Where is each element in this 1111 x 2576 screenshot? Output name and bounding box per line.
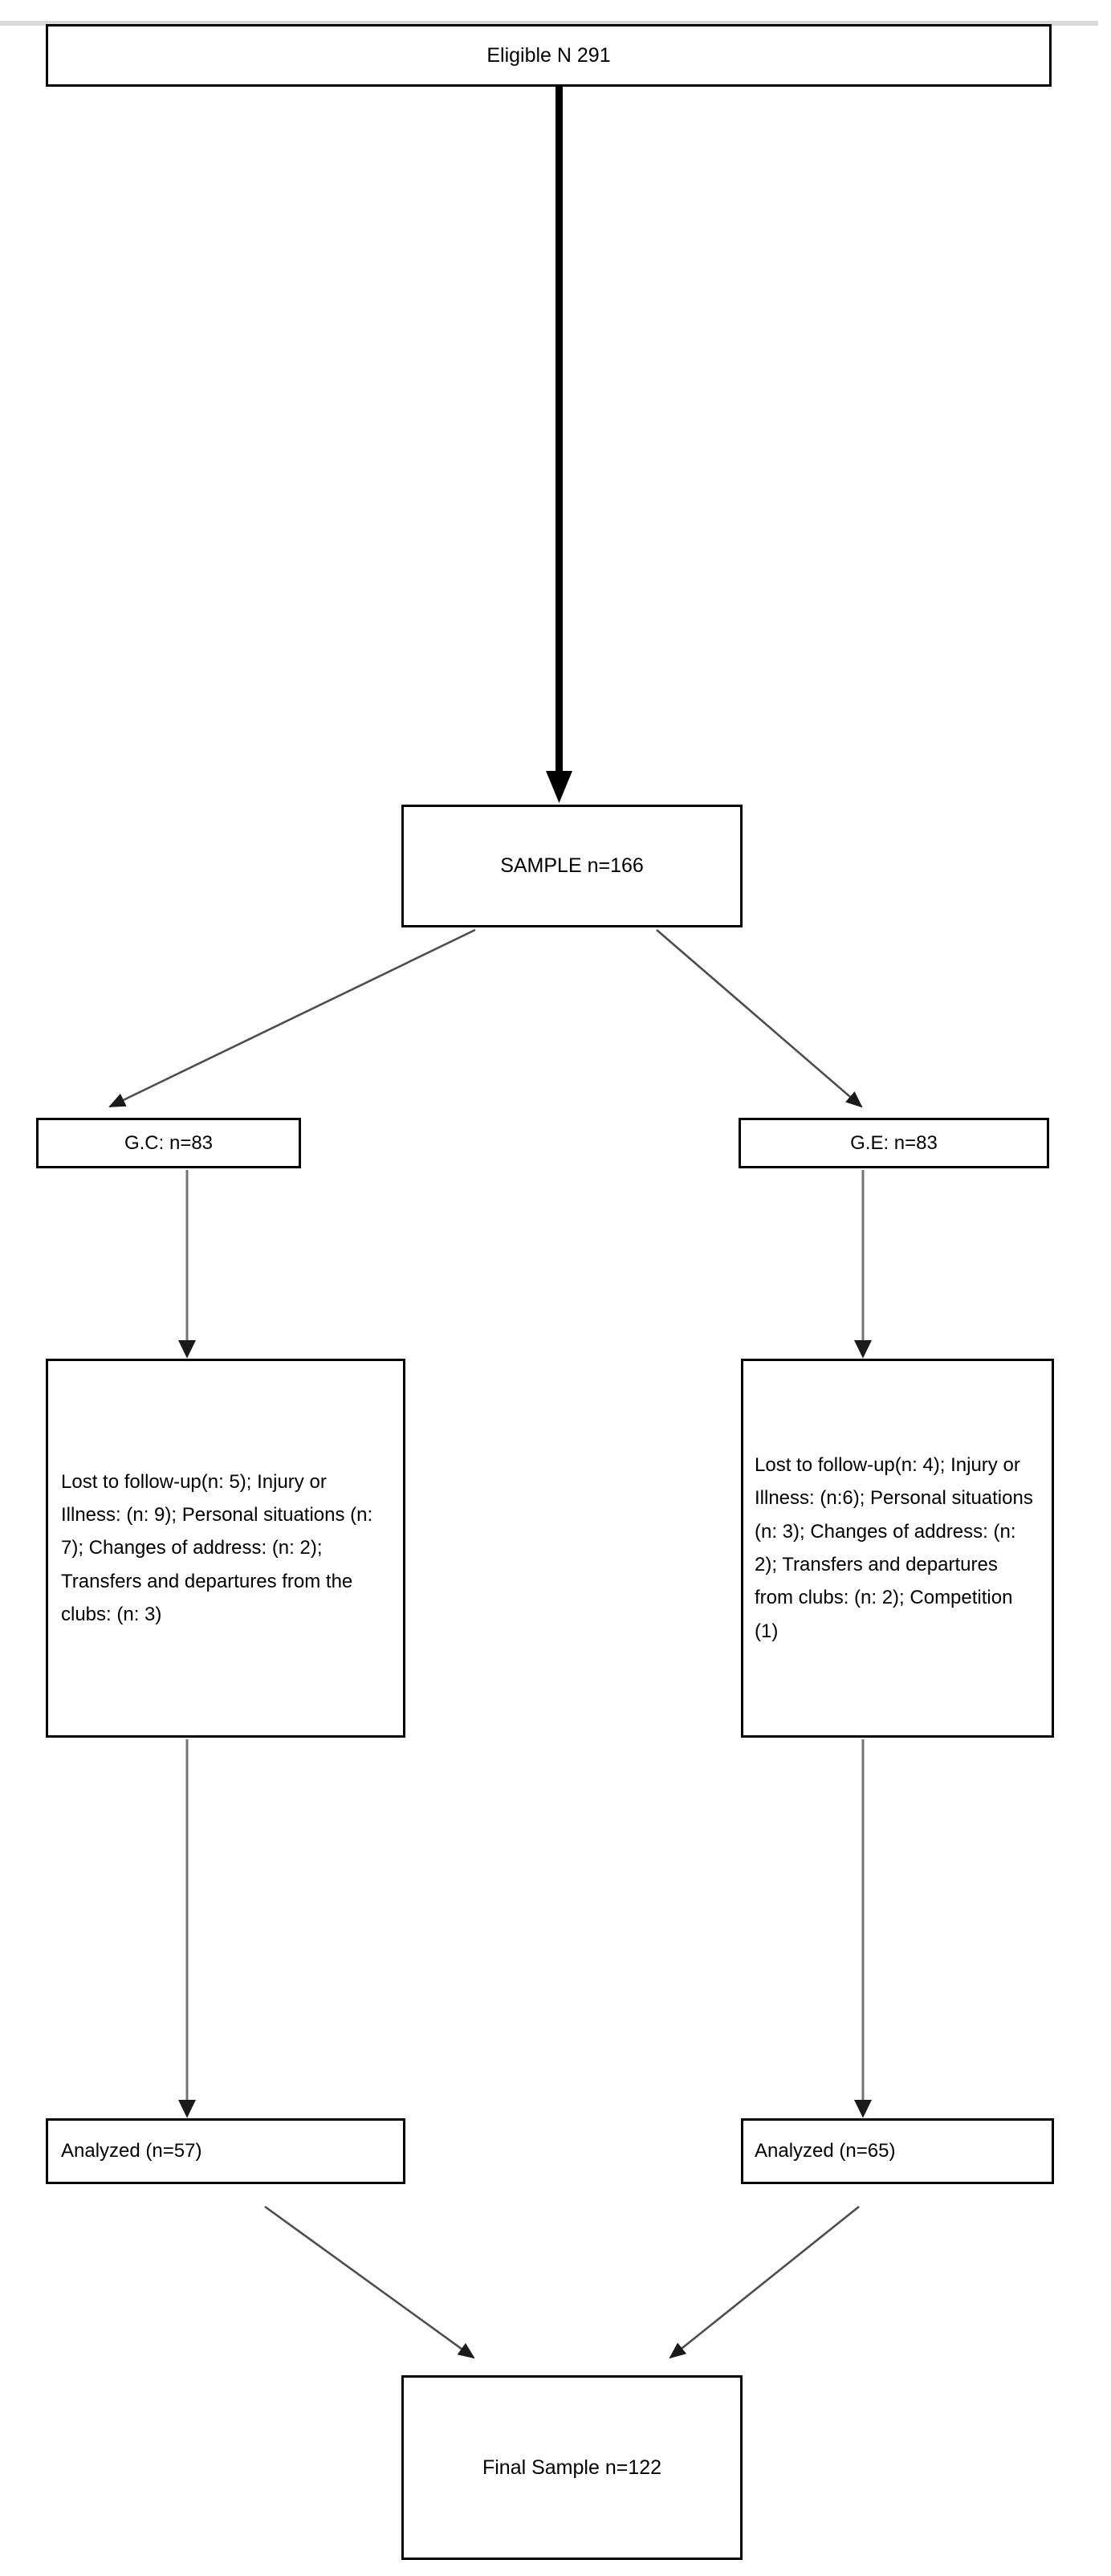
edge-control-analyzed-to-final [264,2205,475,2359]
top-divider-rule [0,21,1098,26]
edge-experimental-analyzed-to-final [669,2205,860,2359]
edge-sample-to-ge [656,929,863,1108]
node-experimental-losses: Lost to follow-up(n: 4); Injury or Illne… [741,1359,1054,1738]
node-final-sample: Final Sample n=122 [401,2375,743,2560]
node-eligible: Eligible N 291 [46,24,1052,87]
node-experimental-analyzed-label: Analyzed (n=65) [755,2140,896,2162]
node-control-losses: Lost to follow-up(n: 5); Injury or Illne… [46,1359,405,1738]
node-group-experimental: G.E: n=83 [739,1118,1049,1168]
node-group-control-label: G.C: n=83 [124,1131,214,1154]
node-group-control: G.C: n=83 [36,1118,301,1168]
node-group-experimental-label: G.E: n=83 [850,1131,938,1154]
node-experimental-analyzed: Analyzed (n=65) [741,2118,1054,2184]
node-final-sample-label: Final Sample n=122 [482,2456,662,2479]
node-control-analyzed: Analyzed (n=57) [46,2118,405,2184]
node-control-losses-label: Lost to follow-up(n: 5); Injury or Illne… [61,1470,373,1625]
node-experimental-losses-label: Lost to follow-up(n: 4); Injury or Illne… [755,1454,1033,1642]
node-control-analyzed-label: Analyzed (n=57) [61,2140,202,2162]
node-eligible-label: Eligible N 291 [486,43,611,67]
edge-eligible-to-sample [546,87,572,803]
node-sample: SAMPLE n=166 [401,805,743,927]
edge-sample-to-gc [108,928,476,1108]
node-sample-label: SAMPLE n=166 [500,854,644,877]
